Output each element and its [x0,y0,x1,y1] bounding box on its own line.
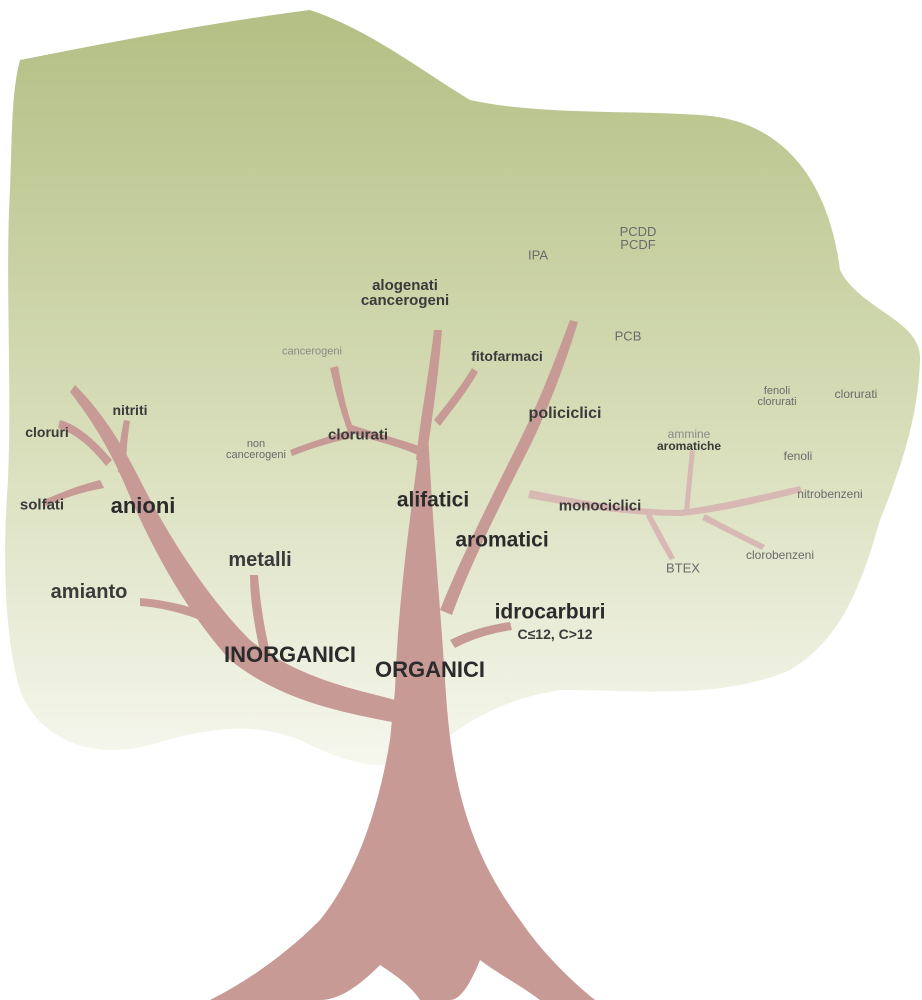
branch-cloruri [58,420,112,466]
label-ipa: IPA [528,247,548,263]
branch-alifatici [416,330,442,460]
label-fenoli-clorurati-line1: fenoli [763,385,791,397]
branch-ammine [684,450,695,512]
branch-btex [646,512,675,560]
label-alogenati-line2: cancerogeni [360,292,450,309]
label-solfati: solfati [19,496,65,514]
branch-nitriti [118,420,130,474]
label-clorurati-right: clorurati [834,387,878,401]
label-btex: BTEX [666,560,700,576]
branch-non-cancerogeni [290,430,352,456]
label-clorurati: clorurati [327,426,389,444]
label-idrocarburi: idrocarburi [494,600,606,624]
label-inorganici: INORGANICI [224,642,356,667]
label-alifatici: alifatici [396,488,470,512]
label-ammine-line2: aromatiche [656,439,722,453]
label-alogenati-line1: alogenati [372,277,438,294]
label-anioni: anioni [110,493,176,518]
label-metalli: metalli [228,549,292,571]
label-nitriti: nitriti [112,402,148,418]
label-pcb: PCB [614,328,642,344]
label-ammine-line1: ammine [667,427,711,441]
branch-clorurati [330,366,422,455]
branch-idrocarburi [450,622,512,648]
label-pcdd: PCDD [619,224,657,239]
label-cloruri: cloruri [25,424,69,440]
branch-inorganici [70,385,395,722]
label-cancerogeni: cancerogeni [282,345,342,358]
label-pcdf: PCDF [620,237,656,252]
branch-amianto [140,598,205,620]
label-nitrobenzeni: nitrobenzeni [797,487,863,501]
label-clorobenzeni: clorobenzeni [745,548,815,562]
branch-aromatici [440,320,578,615]
label-fenoli-clorurati: fenoli clorurati [757,386,796,408]
label-organici: ORGANICI [375,657,485,682]
trunk [210,430,595,1000]
label-monociclici: monociclici [558,497,642,515]
label-idrocarburi-sub: C≤12, C>12 [517,626,593,642]
label-ammine-aromatiche: ammine aromatiche [657,428,721,452]
branch-solfati [44,480,104,506]
label-pcdd-pcdf: PCDD PCDF [620,225,657,251]
label-aromatici: aromatici [455,528,549,552]
label-non-cancerogeni: non cancerogeni [226,439,286,461]
branch-monociclici [528,486,802,516]
branch-clorobenzeni [702,514,765,550]
branch-fitofarmaci [434,368,478,426]
label-non-cancerogeni-line2: cancerogeni [226,449,286,461]
label-fitofarmaci: fitofarmaci [471,348,543,364]
label-non-cancerogeni-line1: non [246,438,266,450]
label-fenoli-clorurati-line2: clorurati [757,396,797,408]
label-policiclici: policiclici [528,405,602,422]
label-alogenati-cancerogeni: alogenati cancerogeni [361,278,449,308]
label-fenoli: fenoli [783,449,813,463]
branch-metalli [250,575,272,660]
label-amianto: amianto [50,581,128,603]
